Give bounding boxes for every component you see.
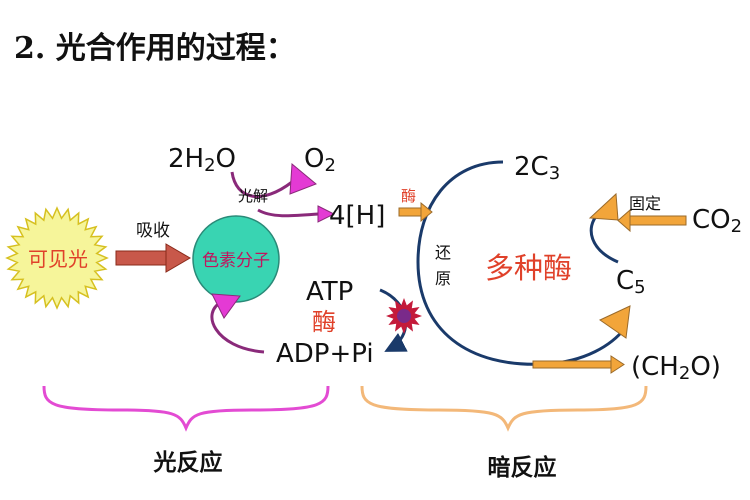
reduction-label-2: 原 <box>435 269 451 288</box>
c3-label: 2C3 <box>514 152 560 184</box>
co2-label: CO2 <box>692 205 742 237</box>
c5-label: C5 <box>616 266 646 298</box>
hydrogen-label: 4[H] <box>329 201 385 231</box>
absorb-label: 吸收 <box>136 221 170 241</box>
atp-label: ATP <box>306 277 353 307</box>
light-reaction-label: 光反应 <box>153 449 223 476</box>
sun-icon: 可见光 <box>5 206 109 310</box>
ch2o-label: (CH2O) <box>631 352 721 384</box>
calvin-cycle-arc <box>416 160 627 366</box>
photolysis-arrow <box>230 171 293 198</box>
fixation-arrow <box>589 212 619 264</box>
visible-light-label: 可见光 <box>28 247 88 271</box>
oxygen-label: O2 <box>304 144 336 176</box>
dark-reaction-brace <box>360 385 648 432</box>
enzyme-star-icon <box>386 298 422 334</box>
pigment-label: 色素分子 <box>202 251 270 271</box>
regeneration-arrowhead <box>598 305 631 339</box>
light-enzyme-label: 酶 <box>312 308 336 336</box>
co2-arrow <box>617 208 687 233</box>
hydrogen-arrowhead <box>317 205 336 223</box>
atp-arrow <box>210 300 265 354</box>
dark-reaction-label: 暗反应 <box>488 454 557 481</box>
adp-label: ADP+Pi <box>276 339 374 369</box>
fixation-label: 固定 <box>629 194 661 213</box>
absorb-arrow <box>115 243 191 273</box>
glucose-arrow <box>532 355 625 374</box>
reduction-label-1: 还 <box>435 243 451 262</box>
page-title: 2. 光合作用的过程： <box>14 31 296 66</box>
hydrogen-to-cycle-arrow <box>398 201 433 223</box>
light-reaction-brace <box>42 385 330 432</box>
oxygen-arrowhead <box>289 162 317 195</box>
multi-enzyme-label: 多种酶 <box>485 251 572 285</box>
water-label: 2H2O <box>168 144 236 176</box>
photolysis-label: 光解 <box>238 187 268 205</box>
dark-enzyme-label: 酶 <box>401 187 416 205</box>
